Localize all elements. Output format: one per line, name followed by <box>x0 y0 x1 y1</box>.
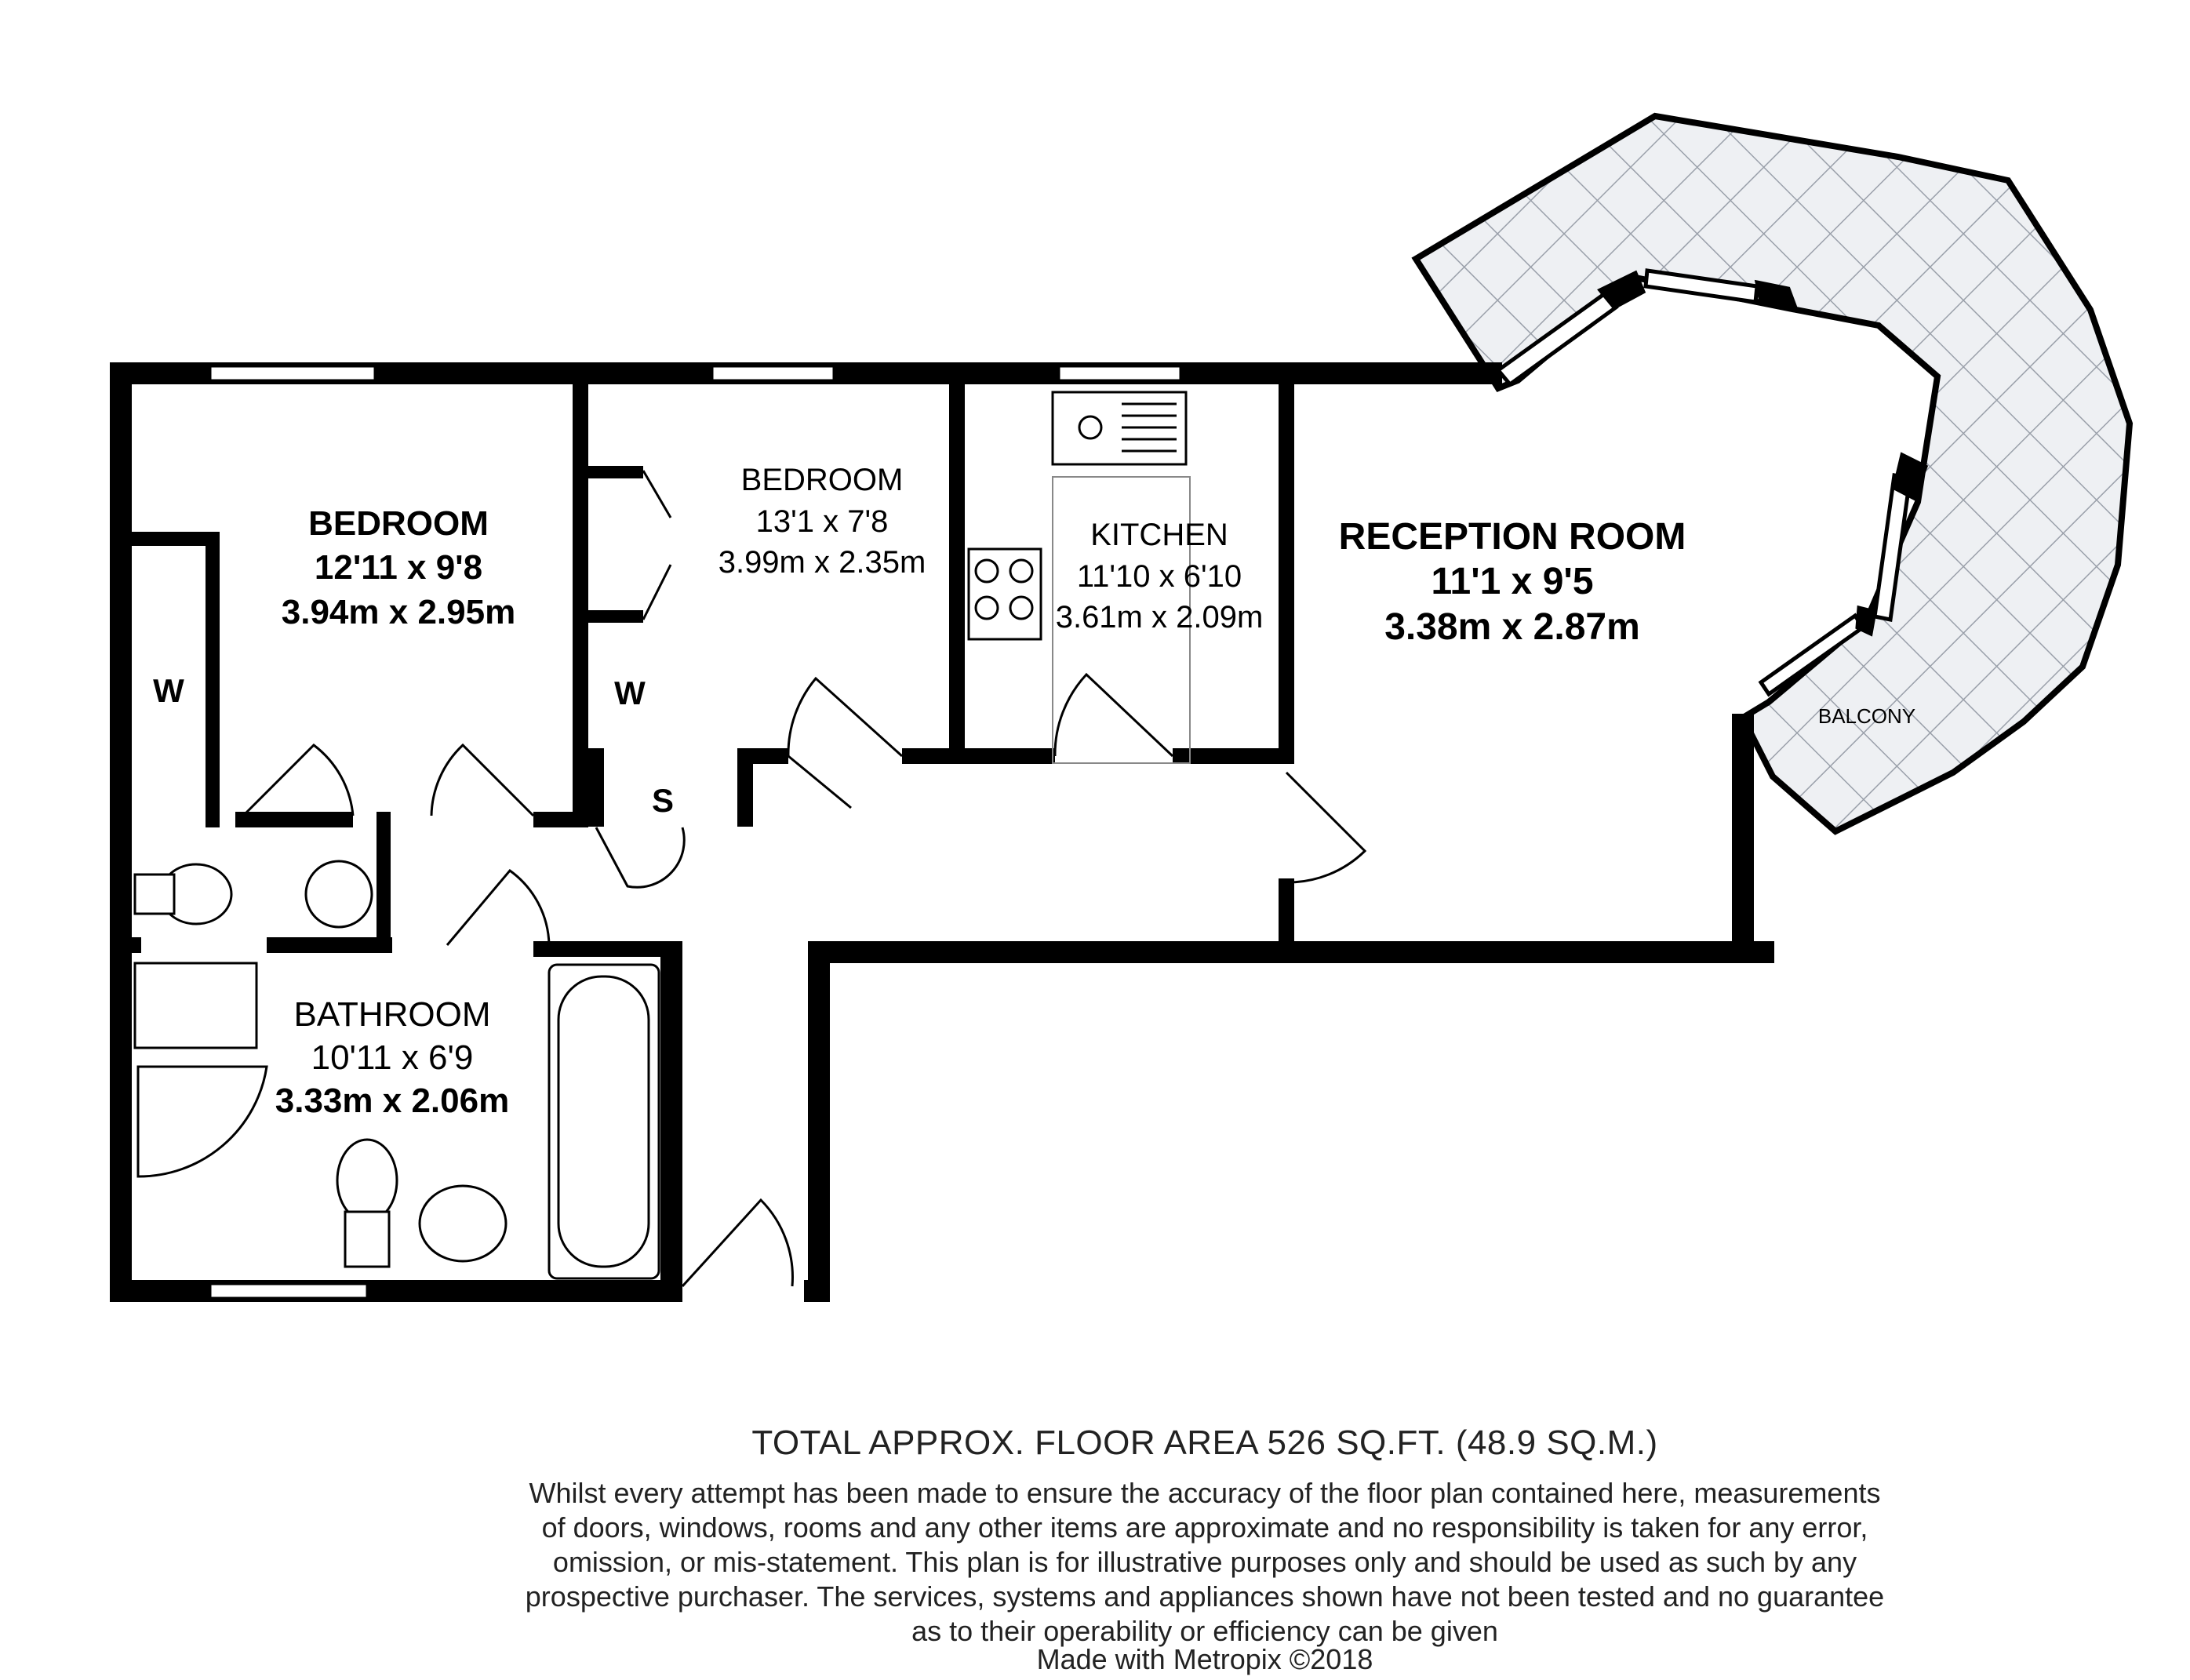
room-imperial: 11'10 x 6'10 <box>1077 559 1242 594</box>
room-bedroom-1: BEDROOM 12'11 x 9'8 3.94m x 2.95m <box>282 504 515 631</box>
disclaimer-line: of doors, windows, rooms and any other i… <box>541 1511 1868 1544</box>
room-bathroom: BATHROOM 10'11 x 6'9 3.33m x 2.06m <box>275 995 509 1120</box>
balcony-label: BALCONY <box>1818 704 1915 728</box>
room-name: BEDROOM <box>741 463 904 497</box>
balcony-area <box>1411 112 2134 835</box>
disclaimer: Whilst every attempt has been made to en… <box>110 1476 2190 1649</box>
room-imperial: 13'1 x 7'8 <box>756 504 889 539</box>
room-reception: RECEPTION ROOM 11'1 x 9'5 3.38m x 2.87m <box>1339 516 1686 648</box>
disclaimer-line: prospective purchaser. The services, sys… <box>525 1580 1885 1613</box>
door-swings <box>242 470 1367 1288</box>
bathroom-fixtures <box>133 860 660 1280</box>
disclaimer-line: omission, or mis-statement. This plan is… <box>552 1546 1857 1578</box>
room-bedroom-2: BEDROOM 13'1 x 7'8 3.99m x 2.35m <box>718 463 926 580</box>
total-floor-area: TOTAL APPROX. FLOOR AREA 526 SQ.FT. (48.… <box>751 1424 1658 1462</box>
disclaimer-line: as to their operability or efficiency ca… <box>911 1615 1498 1647</box>
credit: Made with Metropix ©2018 <box>1036 1643 1373 1675</box>
room-metric: 3.61m x 2.09m <box>1056 600 1264 635</box>
kitchen-fixtures <box>967 391 1191 764</box>
room-imperial: 11'1 x 9'5 <box>1431 561 1593 602</box>
disclaimer-line: Whilst every attempt has been made to en… <box>529 1477 1881 1509</box>
room-metric: 3.38m x 2.87m <box>1384 606 1640 648</box>
room-metric: 3.94m x 2.95m <box>282 593 515 631</box>
room-name: BATHROOM <box>294 995 491 1034</box>
balcony-windows <box>1495 268 1929 697</box>
room-kitchen: KITCHEN 11'10 x 6'10 3.61m x 2.09m <box>1056 518 1264 635</box>
room-name: RECEPTION ROOM <box>1339 516 1686 558</box>
room-name: BEDROOM <box>308 504 489 543</box>
store-label: S <box>652 782 674 819</box>
wardrobe-label: W <box>614 675 646 711</box>
windows <box>209 365 1182 1300</box>
wardrobe-label: W <box>153 672 184 709</box>
room-imperial: 10'11 x 6'9 <box>311 1038 474 1077</box>
room-imperial: 12'11 x 9'8 <box>315 548 482 587</box>
walls <box>110 362 1774 1302</box>
room-metric: 3.33m x 2.06m <box>275 1082 509 1120</box>
room-name: KITCHEN <box>1090 518 1228 552</box>
room-metric: 3.99m x 2.35m <box>718 545 926 580</box>
